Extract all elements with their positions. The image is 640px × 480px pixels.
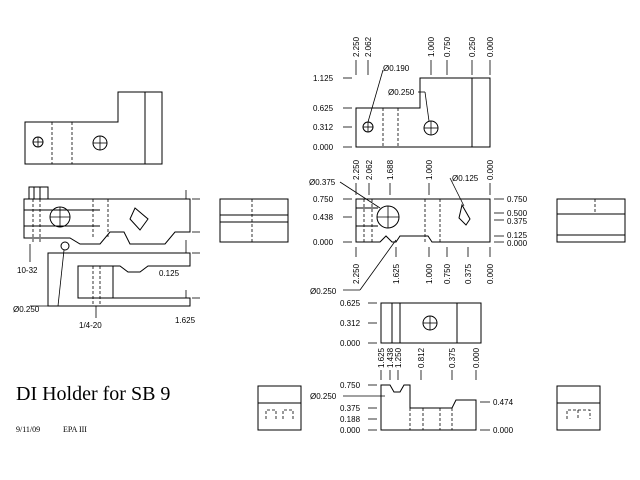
dim-text: 0.750 bbox=[443, 263, 452, 284]
assembly-hole-label: Ø0.250 bbox=[13, 305, 40, 314]
dim-text: 1.000 bbox=[427, 36, 436, 57]
dim-text: 0.000 bbox=[507, 239, 528, 248]
dim-text: 2.250 bbox=[352, 159, 361, 180]
dim-text: 1.125 bbox=[313, 74, 334, 83]
dim-text: 0.438 bbox=[313, 213, 334, 222]
dim-text: 0.000 bbox=[472, 347, 481, 368]
dim-text: 0.625 bbox=[313, 104, 334, 113]
width-label: 1.625 bbox=[175, 316, 196, 325]
dim-text: 0.474 bbox=[493, 398, 514, 407]
mid-x-dims-bottom: 2.250 1.625 1.000 0.750 0.375 0.000 bbox=[352, 263, 495, 284]
dim-text: 0.750 bbox=[443, 36, 452, 57]
dim-text: 0.375 bbox=[507, 217, 528, 226]
thread-label: 10-32 bbox=[17, 266, 38, 275]
dim-text: 0.125 bbox=[507, 231, 528, 240]
dim-text: 0.000 bbox=[486, 159, 495, 180]
mid-x-dims-top: 2.250 2.062 1.688 1.000 0.000 bbox=[352, 159, 495, 180]
bottom-x-dims: 1.625 1.438 1.250 0.812 0.375 0.000 bbox=[377, 347, 481, 368]
dim-text: 0.375 bbox=[464, 263, 473, 284]
dim-text: 0.000 bbox=[486, 263, 495, 284]
dim-text: 1.250 bbox=[394, 347, 403, 368]
hole-small-label: Ø0.190 bbox=[383, 64, 410, 73]
dim-text: Ø0.375 bbox=[309, 178, 336, 187]
screw-label: 1/4-20 bbox=[79, 321, 102, 330]
dim-text: 0.000 bbox=[493, 426, 514, 435]
dim-text: 2.062 bbox=[365, 159, 374, 180]
dim-text: 1.000 bbox=[425, 159, 434, 180]
dim-text: 0.188 bbox=[340, 415, 361, 424]
dim-text: 1.688 bbox=[386, 159, 395, 180]
bottom-y-dims: 0.750 0.375 0.188 0.000 bbox=[340, 381, 361, 435]
bottom-view: 1.625 1.438 1.250 0.812 0.375 0.000 0.75… bbox=[310, 347, 514, 435]
drawing-title: DI Holder for SB 9 bbox=[16, 383, 170, 405]
dim-text: 0.375 bbox=[340, 404, 361, 413]
top-y-dims: 1.125 0.625 0.312 0.000 bbox=[313, 74, 334, 152]
slot-dia-label: Ø0.125 bbox=[452, 174, 479, 183]
dim-text: 0.312 bbox=[340, 319, 361, 328]
assembly-view: 10-32 Ø0.250 1/4-20 0.125 1.625 bbox=[13, 186, 200, 330]
drawing-date: 9/11/09 bbox=[16, 425, 40, 434]
side-view: 0.625 0.312 0.000 bbox=[340, 299, 482, 348]
middle-view: 2.250 2.062 1.688 1.000 0.000 2.250 1.62… bbox=[309, 159, 528, 296]
dim-text: 2.062 bbox=[364, 36, 373, 57]
bottom-hole-label: Ø0.250 bbox=[310, 287, 337, 296]
dim-text: 1.438 bbox=[386, 347, 395, 368]
dim-text: 2.250 bbox=[352, 36, 361, 57]
dim-text: 2.250 bbox=[352, 263, 361, 284]
bottom-right-side-view bbox=[556, 385, 601, 431]
dim-text: 0.000 bbox=[313, 143, 334, 152]
dim-text: 0.000 bbox=[486, 36, 495, 57]
gap-label: 0.125 bbox=[159, 269, 180, 278]
dim-text: 0.000 bbox=[313, 238, 334, 247]
assembly-side-view bbox=[219, 198, 289, 243]
dim-text: 0.750 bbox=[340, 381, 361, 390]
mid-y-dims-right: 0.750 0.500 0.375 0.125 0.000 bbox=[507, 195, 528, 248]
bottom-hole-dia: Ø0.250 bbox=[310, 392, 337, 401]
top-view: 2.250 2.062 1.000 0.750 0.250 0.000 1.12… bbox=[313, 36, 495, 152]
drawing-author: EPA III bbox=[63, 425, 87, 434]
dim-text: 1.625 bbox=[377, 347, 386, 368]
dim-text: 1.000 bbox=[425, 263, 434, 284]
bottom-left-side-view bbox=[257, 385, 302, 431]
mid-y-dims-left: Ø0.375 0.750 0.438 0.000 bbox=[309, 178, 336, 247]
dim-text: 0.500 bbox=[507, 209, 528, 218]
dim-text: 0.000 bbox=[340, 339, 361, 348]
dim-text: 0.812 bbox=[417, 347, 426, 368]
dim-text: 0.750 bbox=[313, 195, 334, 204]
dim-text: 0.312 bbox=[313, 123, 334, 132]
dim-text: 0.625 bbox=[340, 299, 361, 308]
dim-text: 1.625 bbox=[392, 263, 401, 284]
middle-side-view bbox=[556, 198, 626, 243]
hole-large-label: Ø0.250 bbox=[388, 88, 415, 97]
dim-text: 0.000 bbox=[340, 426, 361, 435]
left-part-view bbox=[24, 91, 163, 165]
dim-text: 0.750 bbox=[507, 195, 528, 204]
dim-text: 0.250 bbox=[468, 36, 477, 57]
top-x-dims: 2.250 2.062 1.000 0.750 0.250 0.000 bbox=[352, 36, 495, 57]
dim-text: 0.375 bbox=[448, 347, 457, 368]
